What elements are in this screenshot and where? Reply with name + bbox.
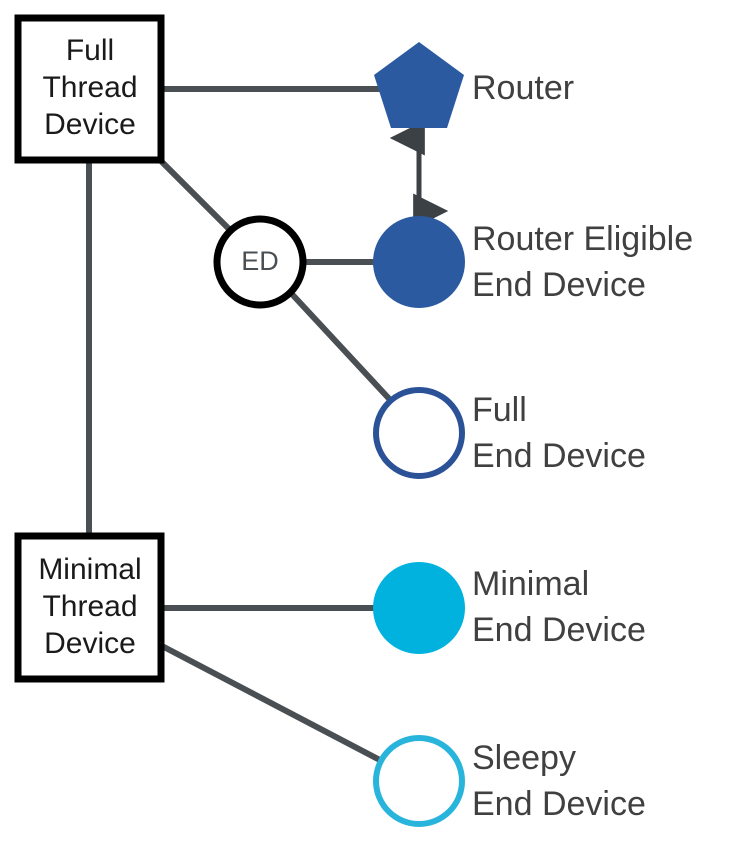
full-end-device-label-line2: End Device [472,437,646,475]
legend-item-router[interactable]: Router [374,42,574,128]
legend-item-minimal-end-device[interactable]: Minimal End Device [373,562,646,654]
sleepy-end-device-label-line2: End Device [472,785,646,823]
full-thread-device-label-line3: Device [44,108,136,141]
minimal-thread-device-label-line3: Device [44,627,136,660]
router-eligible-end-device-label-line2: End Device [472,266,646,304]
router-eligible-end-device-circle-icon[interactable] [373,216,465,308]
full-end-device-label-line1: Full [472,391,527,429]
legend-item-router-eligible-end-device[interactable]: Router Eligible End Device [373,216,693,308]
sleepy-end-device-circle-icon[interactable] [373,735,465,827]
end-device-circle[interactable] [213,215,307,309]
node-end-device[interactable]: ED [213,215,307,309]
connector-mtd-to-sleepy-end-device [160,643,422,784]
full-thread-device-box[interactable] [14,14,165,164]
router-pentagon-icon[interactable] [374,42,464,128]
minimal-end-device-label-line1: Minimal [472,565,589,603]
full-thread-device-label-line2: Thread [42,71,137,104]
sleepy-end-device-label-line1: Sleepy [472,739,576,777]
minimal-end-device-label-line2: End Device [472,611,646,649]
full-end-device-circle-icon[interactable] [373,387,465,479]
router-eligible-end-device-label-line1: Router Eligible [472,220,693,258]
minimal-thread-device-label-line2: Thread [42,590,137,623]
minimal-end-device-circle-icon[interactable] [373,562,465,654]
full-thread-device-label-line1: Full [66,34,114,67]
node-minimal-thread-device[interactable]: Minimal Thread Device [14,532,165,683]
node-full-thread-device[interactable]: Full Thread Device [14,14,165,164]
legend-item-full-end-device[interactable]: Full End Device [373,387,646,479]
minimal-thread-device-label-line1: Minimal [38,553,141,586]
minimal-thread-device-box[interactable] [14,532,165,683]
router-label-line1: Router [472,69,574,107]
connector-lines [86,86,423,784]
end-device-label: ED [241,246,279,276]
legend-item-sleepy-end-device[interactable]: Sleepy End Device [373,735,646,827]
